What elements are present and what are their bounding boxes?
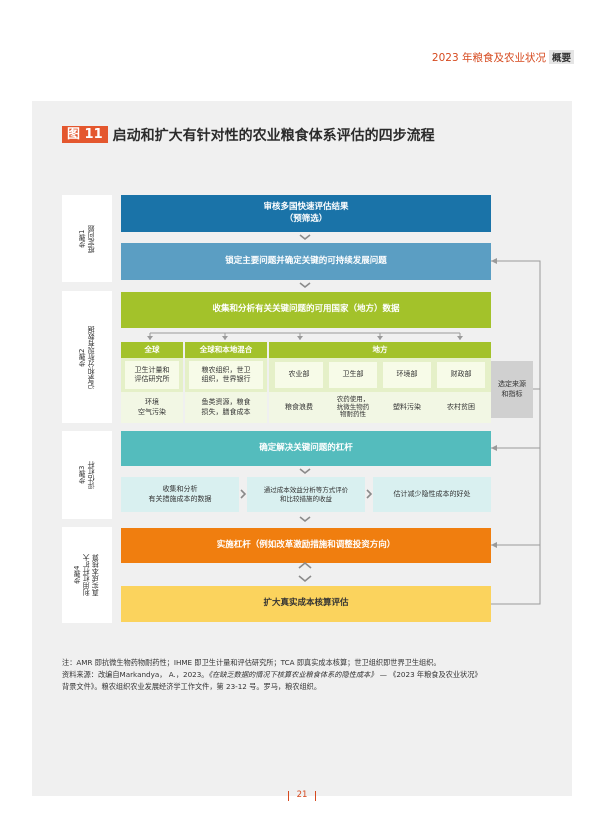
local-issue-bg [269, 392, 491, 423]
global-source: 卫生计量和 评估研究所 [125, 361, 179, 389]
expand-tca-box: 扩大真实成本核算评估 [121, 586, 491, 622]
step1-label-box: 步骤1 框定问题 [62, 195, 112, 282]
local-issue-waste-text: 粮食浪费 [285, 402, 313, 411]
note-source: 资料来源：改编自Markandya， A.，2023。《在缺乏数据的情况下核算农… [62, 670, 482, 681]
select-sources-box: 选定来源 和指标 [491, 361, 533, 418]
identify-levers-box: 确定解决关键问题的杠杆 [121, 431, 491, 466]
local-issue-pesticide-text: 农药使用， 抗微生物药 物耐药性 [336, 394, 370, 419]
local-source-agri-text: 农业部 [288, 370, 310, 379]
local-issue-plastic-text: 塑料污染 [393, 402, 421, 411]
local-source-env: 环境部 [383, 362, 431, 388]
note-line3: 背景文件》。粮农组织农业发展经济学工作文件，第 23-12 号。罗马，粮农组织。 [62, 682, 322, 691]
mixed-issue-text: 鱼类资源，粮食 损失，膳食成本 [201, 398, 251, 416]
implement-levers-text: 实施杠杆（例如改革激励措施和调整投资方向） [216, 539, 396, 550]
step4-label: 步骤4 利用杠杆扩大 真实成本核算 [73, 554, 100, 596]
figure-title: 图 11 启动和扩大有针对性的农业粮食体系评估的四步流程 [62, 126, 435, 144]
collect-costs-box: 收集和分析 有关措施成本的数据 [121, 477, 239, 512]
step2-label-box: 步骤2 记录和分析现有数据 [62, 291, 112, 423]
step2-label: 步骤2 记录和分析现有数据 [78, 326, 96, 389]
mixed-source-text: 粮农组织，世卫 组织，世界银行 [201, 365, 251, 383]
local-source-agri: 农业部 [275, 362, 323, 388]
global-issue-text: 环境 空气污染 [138, 398, 166, 416]
global-header-text: 全球 [144, 344, 160, 354]
figure-title-text: 启动和扩大有针对性的农业粮食体系评估的四步流程 [112, 127, 435, 144]
step3-label-box: 步骤3 评估杠杆 [62, 431, 112, 519]
step1-text: 步骤1 框定问题 [77, 224, 95, 253]
local-issue-pesticide: 农药使用， 抗微生物药 物耐药性 [326, 392, 380, 423]
review-text: 审核多国快速评估结果 （预筛选） [263, 202, 349, 224]
mixed-source: 粮农组织，世卫 组织，世界银行 [189, 361, 263, 389]
mixed-header: 全球和本地混合 [185, 342, 267, 358]
note-line1: 注：AMR 即抗微生物药物耐药性；IHME 即卫生计量和评估研究所；TCA 即真… [62, 658, 441, 667]
step1-label: 步骤1 框定问题 [78, 225, 96, 253]
local-source-fin-text: 财政部 [450, 370, 472, 379]
estimate-benefits-text: 估计减少隐性成本的好处 [393, 489, 471, 498]
review-box: 审核多国快速评估结果 （预筛选） [121, 195, 491, 232]
step4-text: 步骤4 利用杠杆扩大 真实成本核算 [73, 554, 100, 596]
expand-tca-text: 扩大真实成本核算评估 [263, 598, 349, 609]
collect-data-text: 收集和分析有关关键问题的可用国家（地方）数据 [212, 304, 400, 315]
step2-text: 步骤2 记录和分析现有数据 [77, 325, 95, 389]
local-source-fin: 财政部 [437, 362, 485, 388]
select-sources-text: 选定来源 和指标 [498, 380, 526, 398]
local-issue-poverty-text: 农村贫困 [447, 402, 475, 411]
local-source-health-text: 卫生部 [342, 370, 364, 379]
local-issue-poverty: 农村贫困 [437, 392, 485, 423]
local-issue-waste: 粮食浪费 [275, 392, 323, 423]
collect-costs-text: 收集和分析 有关措施成本的数据 [148, 485, 212, 503]
step3-text: 步骤3 评估杠杆 [77, 461, 95, 489]
running-header: 2023 年粮食及农业状况 概要 [432, 50, 574, 64]
estimate-benefits-box: 估计减少隐性成本的好处 [373, 477, 491, 512]
compare-benefits-box: 通过成本效益分析等方式评价 和比较措施的收益 [247, 477, 365, 512]
identify-levers-text: 确定解决关键问题的杠杆 [259, 442, 353, 453]
step3-label: 步骤3 评估杠杆 [78, 461, 96, 489]
mixed-header-text: 全球和本地混合 [199, 344, 253, 354]
local-issue-plastic: 塑料污染 [383, 392, 431, 423]
figure-badge: 图 11 [62, 126, 108, 143]
header-tag: 概要 [548, 50, 574, 64]
lock-issues-box: 锁定主要问题并确定关键的可持续发展问题 [121, 243, 491, 280]
global-source-bg: 卫生计量和 评估研究所 [121, 358, 183, 392]
mixed-source-bg: 粮农组织，世卫 组织，世界银行 [185, 358, 267, 392]
mixed-issue: 鱼类资源，粮食 损失，膳食成本 [185, 392, 267, 423]
global-issue: 环境 空气污染 [121, 392, 183, 423]
collect-data-box: 收集和分析有关关键问题的可用国家（地方）数据 [121, 292, 491, 328]
page-number: 21 [288, 790, 316, 801]
local-header: 地方 [269, 342, 491, 358]
note-line2a: 资料来源：改编自Markandya， A.，2023。 [62, 670, 209, 679]
local-header-text: 地方 [372, 344, 388, 354]
step4-label-box: 步骤4 利用杠杆扩大 真实成本核算 [62, 527, 112, 623]
note-line2c: — 《2023 年粮食及农业状况》 [377, 670, 482, 679]
header-title: 2023 年粮食及农业状况 [431, 51, 546, 64]
note-source-cont: 背景文件》。粮农组织农业发展经济学工作文件，第 23-12 号。罗马，粮农组织。 [62, 682, 321, 693]
lock-issues-text: 锁定主要问题并确定关键的可持续发展问题 [225, 255, 387, 266]
global-header: 全球 [121, 342, 183, 358]
implement-levers-box: 实施杠杆（例如改革激励措施和调整投资方向） [121, 528, 491, 563]
note-abbreviations: 注：AMR 即抗微生物药物耐药性；IHME 即卫生计量和评估研究所；TCA 即真… [62, 658, 441, 669]
local-source-env-text: 环境部 [396, 370, 418, 379]
global-source-text: 卫生计量和 评估研究所 [134, 365, 170, 383]
compare-benefits-text: 通过成本效益分析等方式评价 和比较措施的收益 [263, 485, 349, 503]
note-line2b: 《在缺乏数据的情况下核算农业粮食体系的隐性成本》 [208, 670, 378, 679]
local-source-health: 卫生部 [329, 362, 377, 388]
